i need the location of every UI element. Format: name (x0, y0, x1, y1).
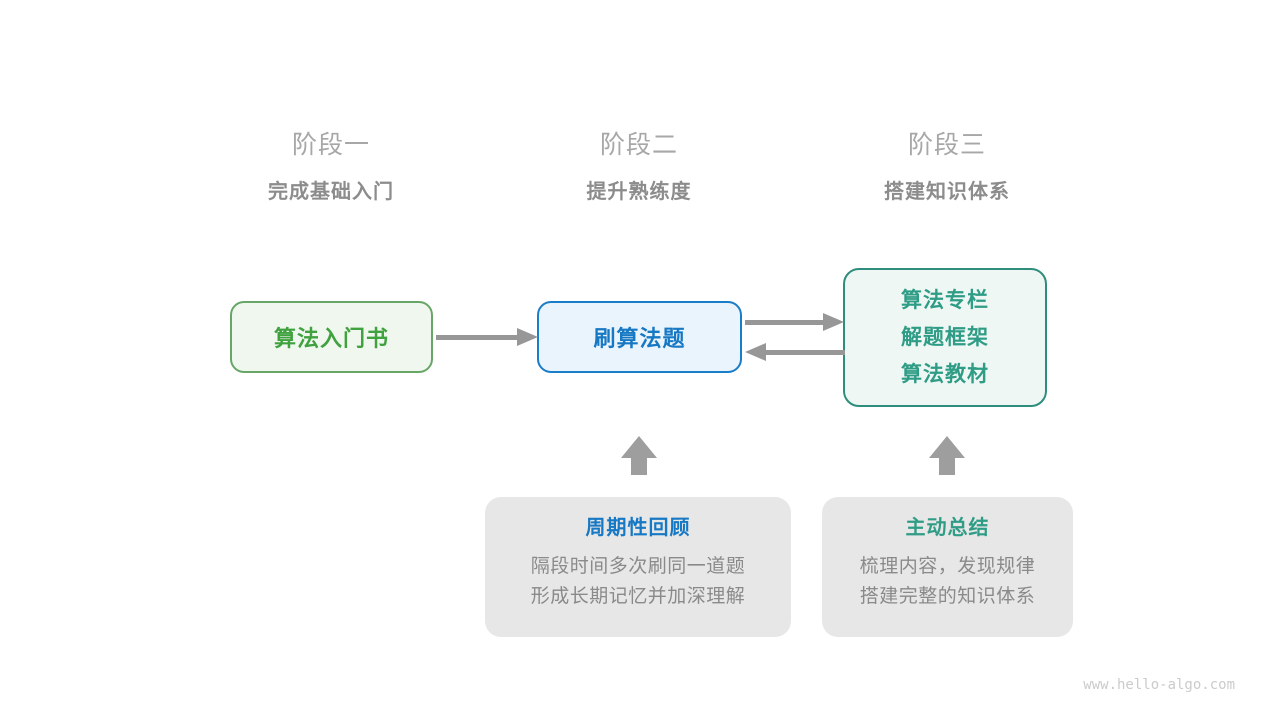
practice-problems-label: 刷算法题 (593, 326, 686, 351)
arrow-shaft (745, 319, 826, 325)
stage-three-header: 阶段三 搭建知识体系 (797, 128, 1097, 206)
intro-book-node: 算法入门书 (230, 301, 433, 373)
up-arrow-stem (631, 458, 647, 475)
arrow-shaft (436, 334, 520, 340)
arrow-intro-to-practice-icon (436, 328, 538, 346)
periodic-review-line-2: 形成长期记忆并加深理解 (530, 586, 746, 607)
stage-two-title: 阶段二 (599, 131, 678, 159)
arrow-practice-to-resources-icon (745, 313, 844, 331)
knowledge-resources-node: 算法专栏 解题框架 算法教材 (843, 268, 1047, 407)
up-arrow-review-icon (621, 436, 657, 475)
up-arrow-stem (939, 458, 955, 475)
active-summary-title: 主动总结 (905, 517, 990, 539)
up-arrow-summary-icon (929, 436, 965, 475)
stage-one-title: 阶段一 (291, 131, 370, 159)
active-summary-line-1: 梳理内容，发现规律 (859, 556, 1036, 577)
resources-line-2: 解题框架 (901, 326, 989, 349)
stage-one-header: 阶段一 完成基础入门 (181, 128, 481, 206)
resources-line-1: 算法专栏 (901, 289, 989, 312)
practice-problems-node: 刷算法题 (537, 301, 742, 373)
stage-one-subtitle: 完成基础入门 (268, 181, 394, 203)
site-watermark: www.hello-algo.com (1083, 677, 1235, 693)
arrow-head-right-icon (517, 328, 538, 346)
up-arrow-head (621, 436, 657, 458)
arrow-head-left-icon (745, 343, 766, 361)
active-summary-line-2: 搭建完整的知识体系 (859, 586, 1036, 607)
up-arrow-head (929, 436, 965, 458)
periodic-review-card: 周期性回顾 隔段时间多次刷同一道题 形成长期记忆并加深理解 (485, 497, 791, 637)
resources-line-3: 算法教材 (901, 363, 989, 386)
intro-book-label: 算法入门书 (273, 326, 389, 351)
arrow-resources-to-practice-icon (745, 343, 845, 361)
periodic-review-body: 隔段时间多次刷同一道题 形成长期记忆并加深理解 (485, 552, 791, 612)
active-summary-card: 主动总结 梳理内容，发现规律 搭建完整的知识体系 (822, 497, 1073, 637)
active-summary-body: 梳理内容，发现规律 搭建完整的知识体系 (822, 552, 1073, 612)
stage-three-subtitle: 搭建知识体系 (884, 181, 1010, 203)
stage-two-subtitle: 提升熟练度 (586, 181, 692, 203)
arrow-shaft (763, 349, 845, 355)
stage-two-header: 阶段二 提升熟练度 (489, 128, 789, 206)
arrow-head-right-icon (823, 313, 844, 331)
stage-three-title: 阶段三 (907, 131, 986, 159)
periodic-review-line-1: 隔段时间多次刷同一道题 (530, 556, 746, 577)
periodic-review-title: 周期性回顾 (585, 517, 691, 539)
